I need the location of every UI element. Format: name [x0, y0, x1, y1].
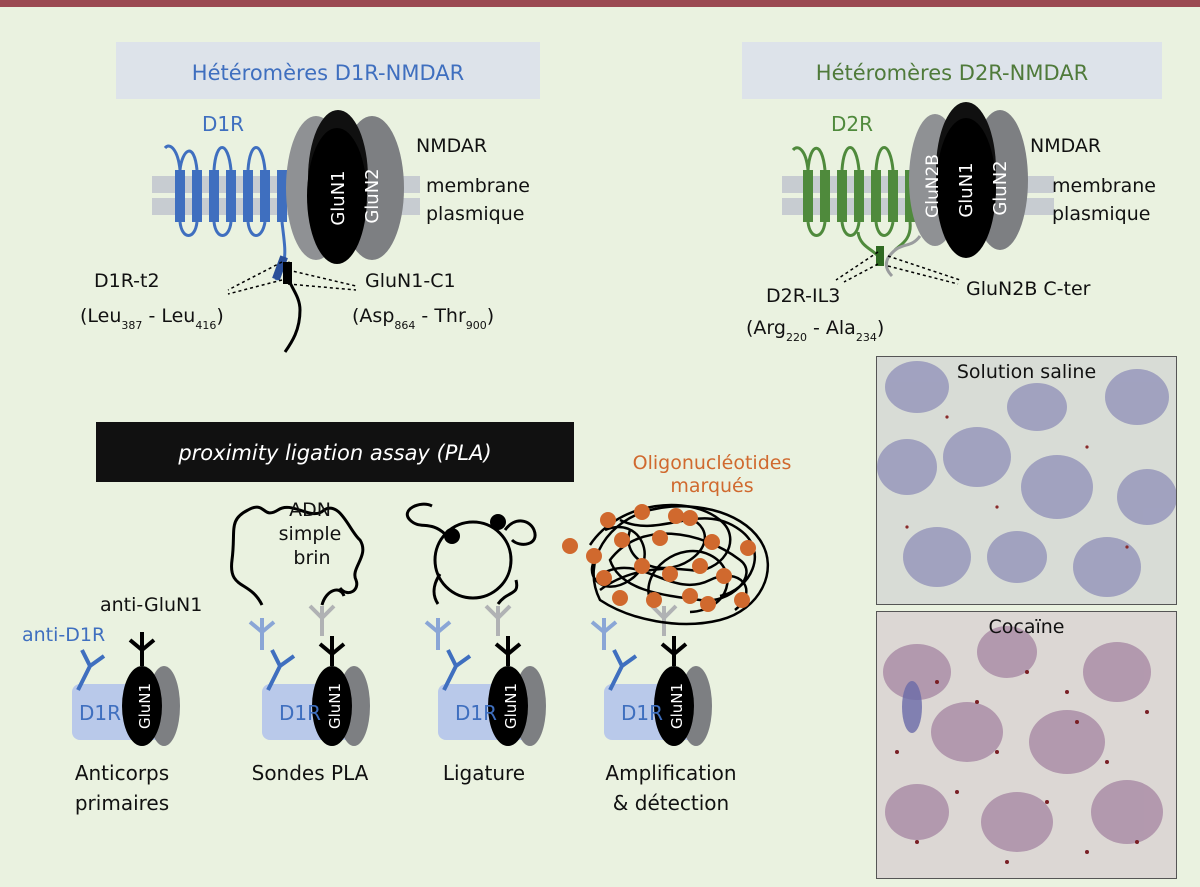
step4-caption-line2: & détection — [613, 791, 729, 815]
pla3-glun1: GluN1 — [502, 683, 520, 729]
glun1-c1-label: GluN1-C1 — [365, 270, 456, 292]
glun2b-cter-label: GluN2B C-ter — [966, 278, 1091, 300]
step2-caption: Sondes PLA — [252, 761, 369, 785]
pla-banner — [96, 422, 574, 482]
glun1-c1-range: (Asp864 - Thr900) — [352, 305, 494, 332]
step4-caption-line1: Amplification — [605, 761, 736, 785]
glun2b-c-tail — [884, 235, 922, 278]
nmdar-d1-complex — [286, 110, 404, 264]
step1-caption-line1: Anticorps — [75, 761, 169, 785]
d2-leader-lines — [835, 251, 961, 285]
membrane-label-d2-line2: plasmique — [1052, 203, 1150, 225]
pla-section: proximity ligation assay (PLA) Oligonucl… — [22, 422, 791, 815]
d1r-receptor — [163, 144, 288, 281]
glun1-label-d1: GluN1 — [328, 170, 349, 225]
saline-photo: Solution saline — [876, 356, 1177, 605]
anti-glun1-label: anti-GluN1 — [100, 594, 202, 616]
pla1-d1r: D1R — [79, 701, 121, 725]
d1r-label: D1R — [202, 112, 244, 136]
dna-label-line1: ADN — [289, 499, 331, 521]
dna-label-line2: simple — [279, 523, 342, 545]
step1-caption-line2: primaires — [75, 791, 169, 815]
d1r-nmdar-panel: Hétéromères D1R-NMDAR D1R — [80, 42, 540, 353]
nmdar-label-d2: NMDAR — [1030, 135, 1101, 157]
glun1-label-d2: GluN1 — [956, 162, 977, 217]
d2r-il3-range: (Arg220 - Ala234) — [746, 317, 884, 344]
pla-step-3: D1R GluN1 — [406, 502, 546, 746]
pla-step-4: D1R GluN1 — [562, 503, 770, 746]
membrane-label-d1-line2: plasmique — [426, 203, 524, 225]
d1r-t2-range: (Leu387 - Leu416) — [80, 305, 224, 332]
top-rule — [0, 0, 1200, 7]
oligo-label-line1: Oligonucléotides — [633, 452, 792, 474]
glun2b-label-d2: GluN2B — [923, 154, 943, 218]
saline-photo-label: Solution saline — [956, 361, 1097, 383]
pla2-d1r: D1R — [279, 701, 321, 725]
cocaine-photo-image — [877, 612, 1176, 878]
d2r-title-box — [742, 42, 1162, 99]
pla-step-2: D1R GluN1 — [230, 505, 370, 746]
nmdar-d2-complex — [909, 102, 1028, 258]
saline-photo-image — [877, 357, 1176, 604]
pla-step-1: D1R GluN1 — [72, 632, 180, 746]
d2r-label: D2R — [831, 112, 873, 136]
pla4-d1r: D1R — [621, 701, 663, 725]
dna-label-line3: brin — [293, 547, 330, 569]
d1-leader-lines — [227, 261, 357, 295]
d1r-panel-title: Hétéromères D1R-NMDAR — [192, 61, 464, 85]
cocaine-photo: Cocaïne — [876, 611, 1177, 879]
pla1-glun1: GluN1 — [136, 683, 154, 729]
cocaine-photo-label: Cocaïne — [988, 616, 1065, 638]
pla3-d1r: D1R — [455, 701, 497, 725]
pla4-glun1: GluN1 — [668, 683, 686, 729]
d2r-receptor — [791, 146, 915, 266]
membrane-label-d1-line1: membrane — [426, 175, 530, 197]
membrane-label-d2-line1: membrane — [1052, 175, 1156, 197]
anti-d1r-label: anti-D1R — [22, 624, 105, 646]
pla2-glun1: GluN1 — [326, 683, 344, 729]
d2r-nmdar-panel: Hétéromères D2R-NMDAR D2R — [742, 42, 1162, 344]
d1r-t2-label: D1R-t2 — [94, 270, 160, 292]
nmdar-label-d1: NMDAR — [416, 135, 487, 157]
pla-banner-text: proximity ligation assay (PLA) — [177, 441, 491, 465]
glun2-label-d1: GluN2 — [362, 168, 383, 223]
glun2-label-d2: GluN2 — [990, 160, 1011, 215]
d2r-panel-title: Hétéromères D2R-NMDAR — [816, 61, 1088, 85]
oligo-label-line2: marqués — [670, 475, 753, 497]
d1r-title-box — [116, 42, 540, 99]
step3-caption: Ligature — [443, 761, 525, 785]
d2r-il3-label: D2R-IL3 — [766, 285, 840, 307]
